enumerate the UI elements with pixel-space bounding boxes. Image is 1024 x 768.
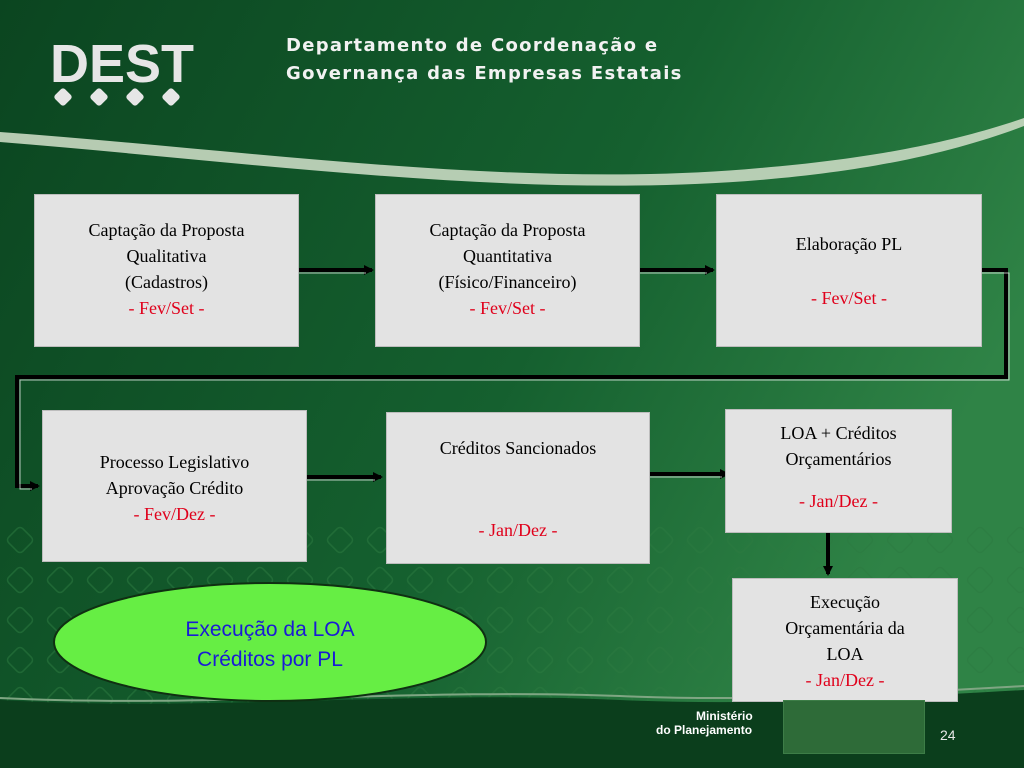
ministry-line-2: do Planejamento [656,723,753,737]
box-period: - Fev/Set - [811,288,887,308]
box-line: LOA [826,644,864,664]
box-line: Elaboração PL [795,234,903,254]
box-creditos-sancionados: Créditos Sancionados - Jan/Dez - [386,412,650,564]
ellipse-label: Execução da LOA Créditos por PL [60,615,480,675]
box-period: - Jan/Dez - [799,491,878,511]
box-period: - Jan/Dez - [478,520,558,540]
ministry-logo-text: Ministério do Planejamento [656,709,753,737]
department-line-1: Departamento de Coordenação e [286,35,659,56]
ministry-line-1: Ministério [696,709,753,723]
box-line: Execução [810,592,880,612]
footer-panel [783,700,925,754]
box-line: Processo Legislativo [99,452,250,472]
slide-number: 24 [940,727,956,743]
box-line: Orçamentária da [785,618,905,638]
box-captacao-qualitativa: Captação da Proposta Qualitativa (Cadast… [34,194,299,347]
box-execucao-orcamentaria: Execução Orçamentária da LOA - Jan/Dez - [732,578,958,702]
department-name: Departamento de Coordenação e Governança… [286,32,683,88]
box-line: Quantitativa [463,246,552,266]
dest-logo: DEST [50,32,200,112]
box-line: Créditos Sancionados [439,438,597,458]
ellipse-line-1: Execução da LOA [185,618,355,641]
box-processo-legislativo: Processo Legislativo Aprovação Crédito -… [42,410,307,562]
box-elaboracao-pl: Elaboração PL - Fev/Set - [716,194,982,347]
box-line: Orçamentários [785,449,892,469]
box-captacao-quantitativa: Captação da Proposta Quantitativa (Físic… [375,194,640,347]
box-line: (Cadastros) [125,272,208,292]
box-line: Captação da Proposta [88,220,245,240]
box-period: - Fev/Set - [128,298,205,318]
department-line-2: Governança das Empresas Estatais [286,63,683,84]
box-loa-creditos: LOA + Créditos Orçamentários - Jan/Dez - [725,409,952,533]
box-line: Captação da Proposta [429,220,586,240]
box-period: - Jan/Dez - [805,670,885,690]
box-line: Qualitativa [126,246,207,266]
box-period: - Fev/Set - [469,298,546,318]
logo-text: DEST [50,34,194,94]
box-period: - Fev/Dez - [133,504,216,524]
ellipse-line-2: Créditos por PL [197,648,343,671]
box-line: (Físico/Financeiro) [438,272,577,292]
box-line: Aprovação Crédito [105,478,244,498]
box-line: LOA + Créditos [780,423,897,443]
